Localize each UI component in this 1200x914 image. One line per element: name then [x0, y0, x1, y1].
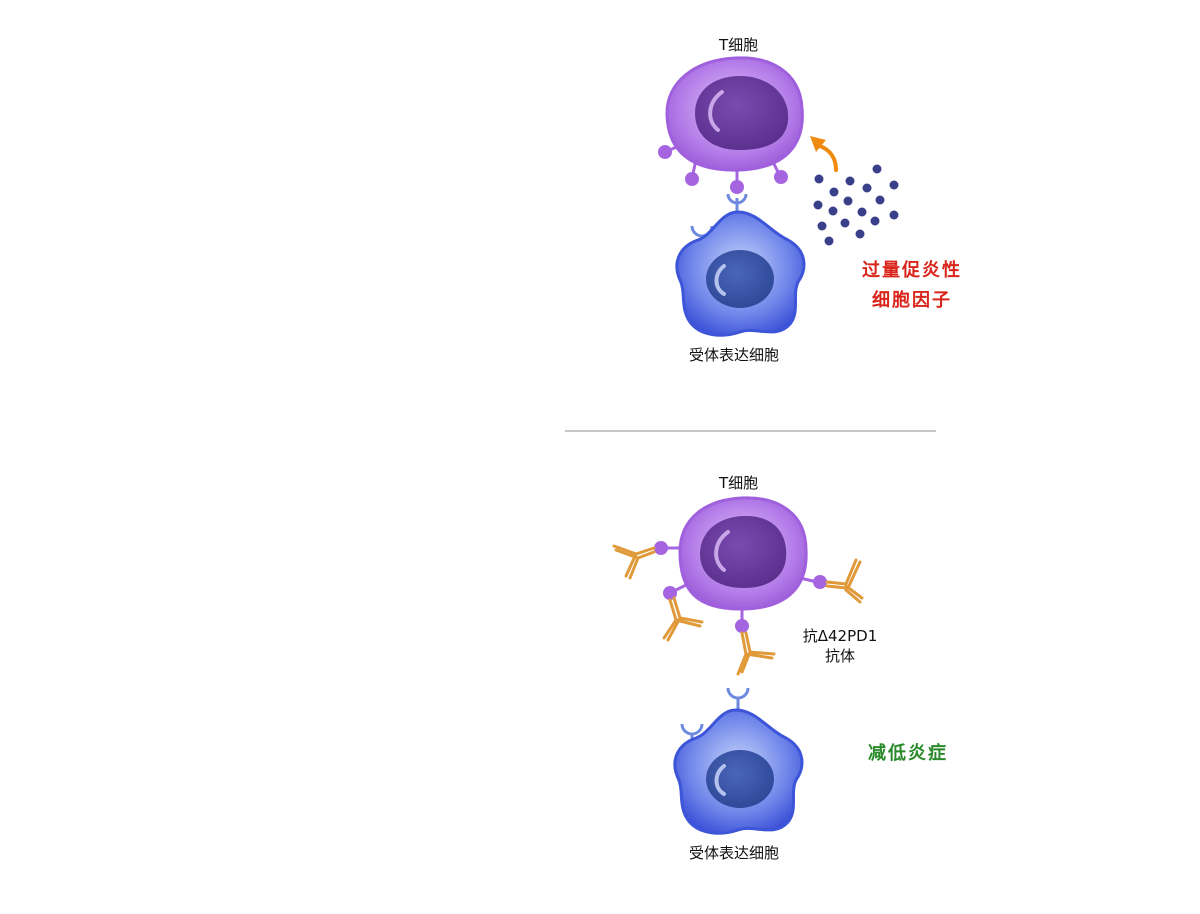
- top-t-cell: [658, 56, 804, 194]
- pd1-receptor: [735, 619, 749, 633]
- pd1-receptor: [813, 575, 827, 589]
- top-receptor-cell: [675, 193, 806, 337]
- bottom-t-cell: [654, 496, 827, 633]
- pd1-receptor: [654, 541, 668, 555]
- antibody-label-line1: 抗Δ42PD1: [802, 627, 878, 645]
- outcome-label: 减低炎症: [868, 743, 948, 764]
- bottom-receptor-cell-label: 受体表达细胞: [689, 844, 780, 862]
- arrow-head: [810, 136, 826, 152]
- cytokine-dots: [813, 164, 899, 246]
- pd1-receptor: [730, 180, 744, 194]
- antibody: [736, 631, 776, 676]
- cytokine-label-line2: 细胞因子: [872, 290, 952, 311]
- top-t-cell-label: T细胞: [719, 36, 759, 54]
- bottom-t-cell-label: T细胞: [719, 474, 759, 492]
- pd1-receptor: [663, 586, 677, 600]
- pd1-receptor: [658, 145, 672, 159]
- bottom-receptor-cell: [673, 687, 804, 835]
- top-receptor-cell-label: 受体表达细胞: [689, 346, 780, 364]
- cytokine-label: 过量促炎性 细胞因子: [852, 256, 972, 316]
- antibody-label-line2: 抗体: [824, 647, 855, 665]
- cytokine-arrow: [818, 144, 838, 172]
- antibody-label: 抗Δ42PD1 抗体: [790, 626, 890, 666]
- pd1-receptor: [685, 172, 699, 186]
- antibodies: [612, 544, 864, 676]
- antibody: [612, 544, 656, 580]
- cytokine-label-line1: 过量促炎性: [862, 260, 962, 281]
- pd1-receptor: [774, 170, 788, 184]
- antibody: [662, 596, 704, 642]
- antibody: [825, 558, 864, 604]
